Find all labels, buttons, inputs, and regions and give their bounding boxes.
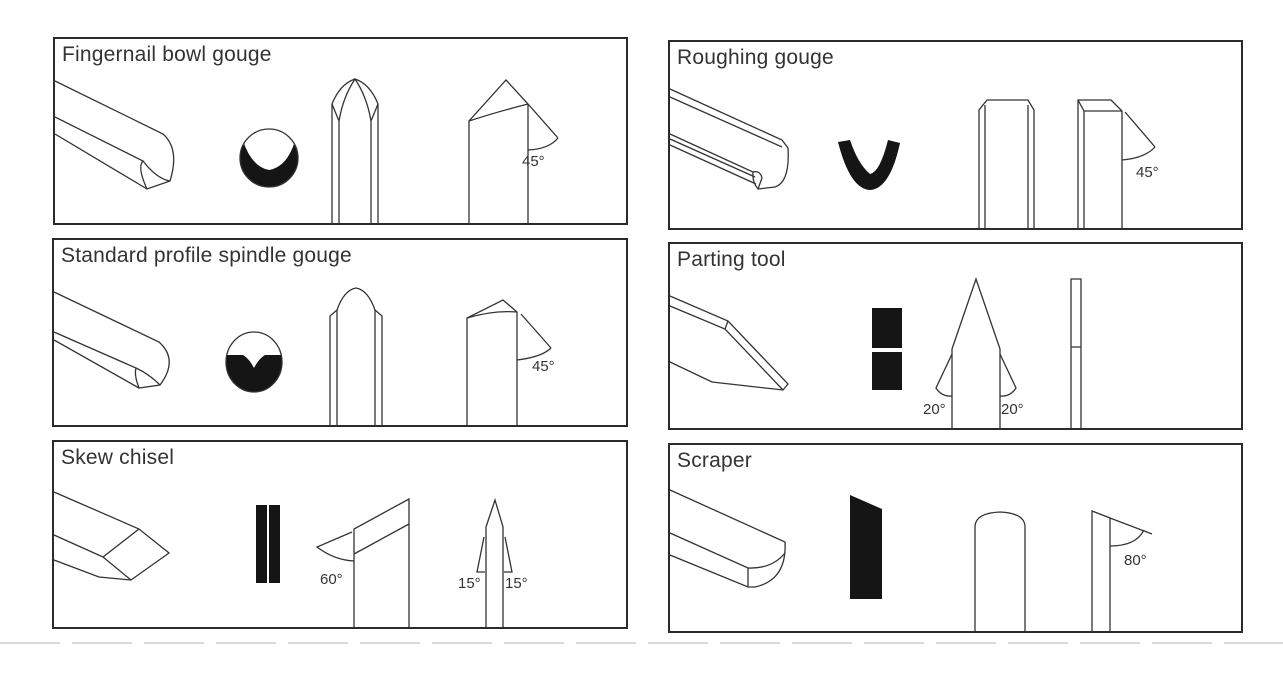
side-view-icon <box>55 80 175 190</box>
top-view-icon <box>329 287 383 425</box>
scraper-drawing: 80° <box>670 489 1153 631</box>
top-view-icon: 60° <box>315 497 410 627</box>
roughing-gouge-drawing: 45° <box>670 88 1159 228</box>
cross-section-icon <box>225 331 283 393</box>
cross-section-icon <box>872 308 902 390</box>
panel-title: Parting tool <box>677 248 786 271</box>
bevel-angle-icon: 80° <box>1091 510 1153 631</box>
cross-section-icon <box>256 505 280 583</box>
side-view-icon <box>670 88 789 190</box>
panel-title: Scraper <box>677 449 752 472</box>
bevel-angle-icon: 45° <box>1077 99 1159 228</box>
panel-title: Skew chisel <box>61 446 175 469</box>
side-view-icon <box>54 491 171 581</box>
fingernail-gouge-drawing: 45° <box>55 77 559 223</box>
angle-label-right: 20° <box>1001 401 1024 418</box>
panel-title: Standard profile spindle gouge <box>61 244 352 267</box>
panel-scraper: 80° Scraper <box>668 443 1243 633</box>
top-view-icon: 20° 20° <box>923 276 1024 428</box>
edge-view-icon: 15° 15° <box>458 497 528 627</box>
top-view-icon <box>331 77 379 223</box>
angle-label: 60° <box>320 571 343 588</box>
cross-section-icon <box>838 140 900 190</box>
panel-parting-tool: 20° 20° Parting tool <box>668 242 1243 430</box>
angle-label: 45° <box>532 358 555 375</box>
angle-label-left: 20° <box>923 401 946 418</box>
top-view-icon <box>974 511 1026 631</box>
angle-label: 80° <box>1124 552 1147 569</box>
bevel-angle-icon: 45° <box>466 299 555 425</box>
cross-section-icon <box>239 123 299 188</box>
edge-view-icon <box>1070 278 1082 428</box>
panel-title: Fingernail bowl gouge <box>62 43 272 66</box>
angle-label-left: 15° <box>458 575 481 592</box>
bevel-angle-icon: 45° <box>468 79 559 223</box>
cross-section-icon <box>850 495 882 599</box>
side-view-icon <box>670 489 786 588</box>
panel-title: Roughing gouge <box>677 46 834 69</box>
parting-tool-drawing: 20° 20° <box>670 276 1082 428</box>
angle-label: 45° <box>1136 164 1159 181</box>
scan-artifact-line <box>0 642 1283 644</box>
spindle-gouge-drawing: 45° <box>54 287 555 425</box>
panel-skew-chisel: 60° 15° 15° Skew chisel <box>52 440 628 629</box>
skew-chisel-drawing: 60° 15° 15° <box>54 491 528 627</box>
panel-fingernail-bowl-gouge: 45° Fingernail bowl gouge <box>53 37 628 225</box>
side-view-icon <box>54 291 170 389</box>
angle-label: 45° <box>522 153 545 170</box>
panel-spindle-gouge: 45° Standard profile spindle gouge <box>52 238 628 427</box>
angle-label-right: 15° <box>505 575 528 592</box>
panel-roughing-gouge: 45° Roughing gouge <box>668 40 1243 230</box>
side-view-icon <box>670 295 789 391</box>
top-view-icon <box>978 99 1035 228</box>
